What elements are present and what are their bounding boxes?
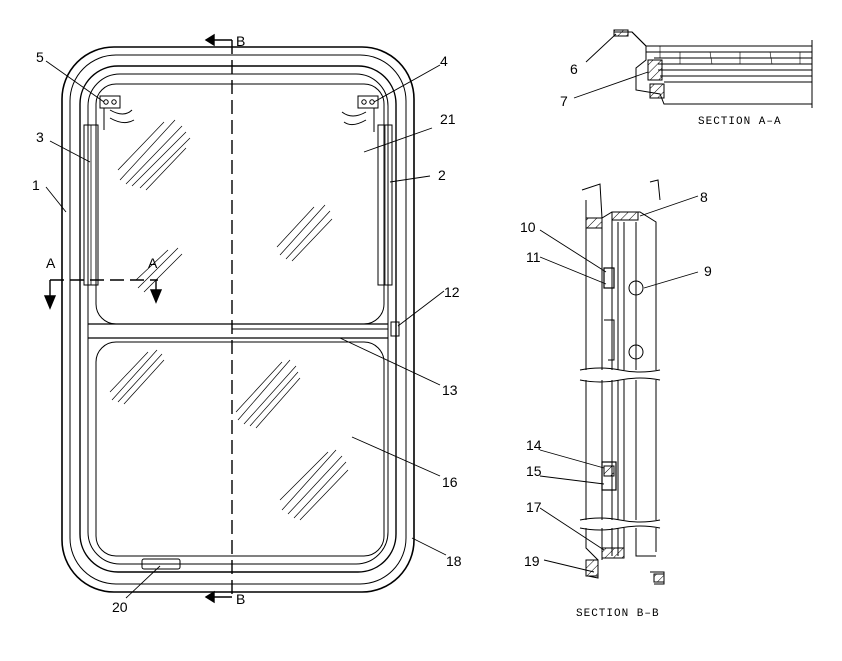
sash-frame xyxy=(79,65,397,573)
window-front-view xyxy=(61,46,415,593)
section-line-b xyxy=(204,33,233,604)
callout-21: 21 xyxy=(440,111,456,127)
section-marker-a-left: A xyxy=(46,255,56,271)
section-line-a xyxy=(43,279,163,310)
section-aa-view xyxy=(573,29,813,108)
section-marker-a-right: A xyxy=(148,255,158,271)
callout-8: 8 xyxy=(700,189,708,205)
leader-lines-main xyxy=(45,60,447,599)
callout-9: 9 xyxy=(704,263,712,279)
callout-4: 4 xyxy=(440,53,448,69)
callout-15: 15 xyxy=(526,463,542,479)
upper-glass xyxy=(95,83,385,325)
section-aa-title: SECTION A–A xyxy=(698,116,782,128)
sash-frame-inner xyxy=(87,73,389,565)
leader-lines-section-bb xyxy=(539,195,699,573)
callout-13: 13 xyxy=(442,382,458,398)
callout-17: 17 xyxy=(526,499,542,515)
callout-12: 12 xyxy=(444,284,460,300)
section-marker-b-top: B xyxy=(236,33,245,49)
callout-18: 18 xyxy=(446,553,462,569)
outer-frame xyxy=(61,46,415,593)
callout-3: 3 xyxy=(36,129,44,145)
callout-11: 11 xyxy=(526,249,541,265)
callout-labels: 1 2 3 4 5 6 7 8 9 10 11 12 13 14 15 16 1… xyxy=(32,33,782,620)
callout-14: 14 xyxy=(526,437,542,453)
section-marker-b-bottom: B xyxy=(236,591,245,607)
section-bb-title: SECTION B–B xyxy=(576,608,660,620)
callout-19: 19 xyxy=(524,553,540,569)
callout-1: 1 xyxy=(32,177,40,193)
outer-frame-inner-edge xyxy=(69,54,407,585)
callout-10: 10 xyxy=(520,219,536,235)
section-bb-view xyxy=(579,179,665,585)
lower-glass xyxy=(95,341,385,557)
callout-7: 7 xyxy=(560,93,568,109)
callout-20: 20 xyxy=(112,599,128,615)
callout-2: 2 xyxy=(438,167,446,183)
callout-16: 16 xyxy=(442,474,458,490)
latch-tab xyxy=(390,321,400,337)
latch-left xyxy=(99,95,135,130)
glass-reflection-marks xyxy=(109,119,349,521)
latch-right xyxy=(341,95,379,132)
callout-6: 6 xyxy=(570,61,578,77)
bottom-handle xyxy=(141,558,181,570)
callout-5: 5 xyxy=(36,49,44,65)
